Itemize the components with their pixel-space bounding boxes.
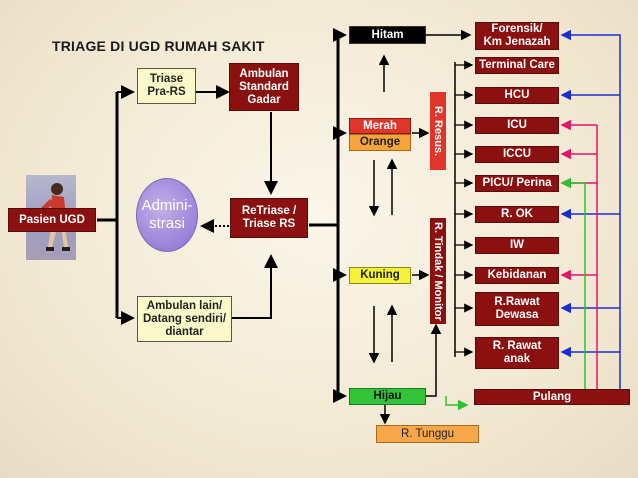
ruang-tunggu-box: R. Tunggu [376,425,479,443]
dest-rawat-dewasa: R.Rawat Dewasa [475,292,559,326]
administrasi-node: Admini- strasi [136,178,198,252]
retriase-box: ReTriase / Triase RS [230,198,308,238]
dest-forensik: Forensik/ Km Jenazah [475,22,559,50]
orange-box: Orange [349,134,411,151]
ruang-resus-box: R. Resus. [430,92,446,170]
hitam-box: Hitam [349,26,426,44]
ruang-tindak-monitor-box: R. Tindak / Monitor [430,218,446,324]
dest-iccu: ICCU [475,146,559,163]
dest-terminal-care: Terminal Care [475,57,559,74]
dest-pulang: Pulang [474,389,630,405]
dest-kebidanan: Kebidanan [475,267,559,284]
hijau-box: Hijau [349,388,426,405]
dest-hcu: HCU [475,87,559,104]
dest-picu-perina: PICU/ Perina [475,175,559,192]
triase-pra-rs-box: Triase Pra-RS [137,68,196,104]
ambulan-standard-box: Ambulan Standard Gadar [229,63,299,111]
kuning-box: Kuning [349,267,411,284]
dest-r-ok: R. OK [475,206,559,223]
dest-icu: ICU [475,117,559,134]
pasien-ugd-box: Pasien UGD [8,208,96,232]
dest-iw: IW [475,237,559,254]
ambulan-lain-box: Ambulan lain/ Datang sendiri/ diantar [137,296,232,342]
dest-rawat-anak: R. Rawat anak [475,337,559,369]
page-title: TRIAGE DI UGD RUMAH SAKIT [52,38,265,54]
merah-box: Merah [349,118,411,134]
